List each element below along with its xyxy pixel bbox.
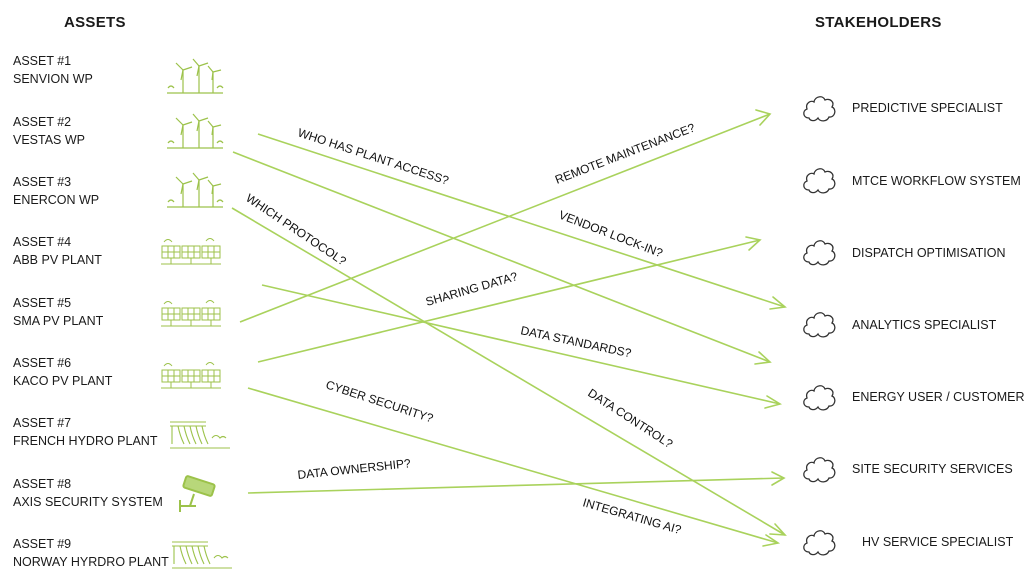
- asset-name: VESTAS WP: [13, 133, 86, 147]
- asset-1: ASSET #1 SENVION WP: [13, 52, 93, 88]
- question-label: VENDOR LOCK-IN?: [557, 208, 665, 261]
- cloud-icon: [803, 96, 836, 122]
- asset-7: ASSET #7 FRENCH HYDRO PLANT: [13, 414, 157, 450]
- asset-9: ASSET #9 NORWAY HYRDRO PLANT: [13, 535, 169, 571]
- asset-id: ASSET #7: [13, 416, 72, 430]
- asset-name: FRENCH HYDRO PLANT: [13, 434, 158, 448]
- wind-farm-icon: [167, 172, 224, 208]
- stakeholder-site-security-services: SITE SECURITY SERVICES: [852, 462, 1013, 476]
- question-label: WHICH PROTOCOL?: [243, 191, 349, 269]
- solar-panel-icon: [161, 300, 221, 327]
- connector-line: [257, 239, 761, 363]
- stakeholder-mtce-workflow-system: MTCE WORKFLOW SYSTEM: [852, 174, 1021, 188]
- asset-2: ASSET #2 VESTAS WP: [13, 113, 85, 149]
- asset-name: AXIS SECURITY SYSTEM: [13, 495, 163, 509]
- asset-name: ABB PV PLANT: [13, 253, 102, 267]
- connector-line: [232, 151, 771, 363]
- connector-line: [239, 113, 771, 323]
- wind-farm-icon: [167, 113, 224, 149]
- hydro-dam-icon: [172, 541, 232, 569]
- connector-line: [247, 387, 779, 544]
- stakeholders-header: STAKEHOLDERS: [815, 14, 942, 31]
- arrowhead: [745, 236, 762, 251]
- asset-5: ASSET #5 SMA PV PLANT: [13, 294, 103, 330]
- asset-id: ASSET #5: [13, 296, 72, 310]
- question-label: SHARING DATA?: [424, 269, 519, 309]
- stakeholder-hv-service-specialist: HV SERVICE SPECIALIST: [862, 535, 1014, 549]
- connector-line: [257, 133, 786, 308]
- question-label: DATA CONTROL?: [585, 386, 675, 451]
- question-label: REMOTE MAINTENANCE?: [553, 120, 697, 186]
- solar-panel-icon: [161, 238, 221, 265]
- asset-8: ASSET #8 AXIS SECURITY SYSTEM: [13, 475, 163, 511]
- question-label: DATA OWNERSHIP?: [297, 456, 412, 482]
- hydro-dam-icon: [170, 421, 230, 449]
- asset-id: ASSET #2: [13, 115, 72, 129]
- stakeholder-energy-user-customer: ENERGY USER / CUSTOMER: [852, 390, 1024, 404]
- arrowhead: [769, 296, 787, 310]
- asset-id: ASSET #3: [13, 175, 72, 189]
- asset-name: SMA PV PLANT: [13, 314, 104, 328]
- asset-id: ASSET #1: [13, 54, 72, 68]
- asset-name: SENVION WP: [13, 72, 93, 86]
- question-label: CYBER SECURITY?: [324, 378, 435, 426]
- asset-3: ASSET #3 ENERCON WP: [13, 173, 99, 209]
- question-label: INTEGRATING AI?: [581, 495, 683, 537]
- question-label: WHO HAS PLANT ACCESS?: [296, 126, 451, 188]
- asset-name: KACO PV PLANT: [13, 374, 113, 388]
- cloud-icon: [803, 385, 836, 411]
- connector-line: [261, 284, 781, 405]
- stakeholder-predictive-specialist: PREDICTIVE SPECIALIST: [852, 101, 1003, 115]
- stakeholder-analytics-specialist: ANALYTICS SPECIALIST: [852, 318, 997, 332]
- stakeholder-dispatch-optimisation: DISPATCH OPTIMISATION: [852, 246, 1006, 260]
- arrowhead: [771, 471, 786, 486]
- arrowhead: [755, 109, 772, 126]
- asset-id: ASSET #9: [13, 537, 72, 551]
- wind-farm-icon: [167, 58, 224, 94]
- cloud-icon: [803, 240, 836, 266]
- cloud-icon: [803, 168, 836, 194]
- security-camera-icon: [179, 475, 216, 512]
- cloud-icon: [803, 457, 836, 483]
- asset-4: ASSET #4 ABB PV PLANT: [13, 233, 102, 269]
- asset-name: ENERCON WP: [13, 193, 100, 207]
- arrowhead: [764, 395, 783, 409]
- connector-line: [247, 477, 785, 494]
- asset-id: ASSET #6: [13, 356, 72, 370]
- cloud-icon: [803, 312, 836, 338]
- arrowhead: [769, 523, 787, 536]
- asset-name: NORWAY HYRDRO PLANT: [13, 555, 169, 569]
- assets-header: ASSETS: [64, 14, 126, 31]
- cloud-icon: [803, 530, 836, 556]
- arrowhead: [754, 351, 772, 365]
- arrowhead: [762, 534, 781, 547]
- asset-6: ASSET #6 KACO PV PLANT: [13, 354, 112, 390]
- asset-id: ASSET #4: [13, 235, 72, 249]
- asset-id: ASSET #8: [13, 477, 72, 491]
- question-label: DATA STANDARDS?: [519, 323, 632, 360]
- solar-panel-icon: [161, 362, 221, 389]
